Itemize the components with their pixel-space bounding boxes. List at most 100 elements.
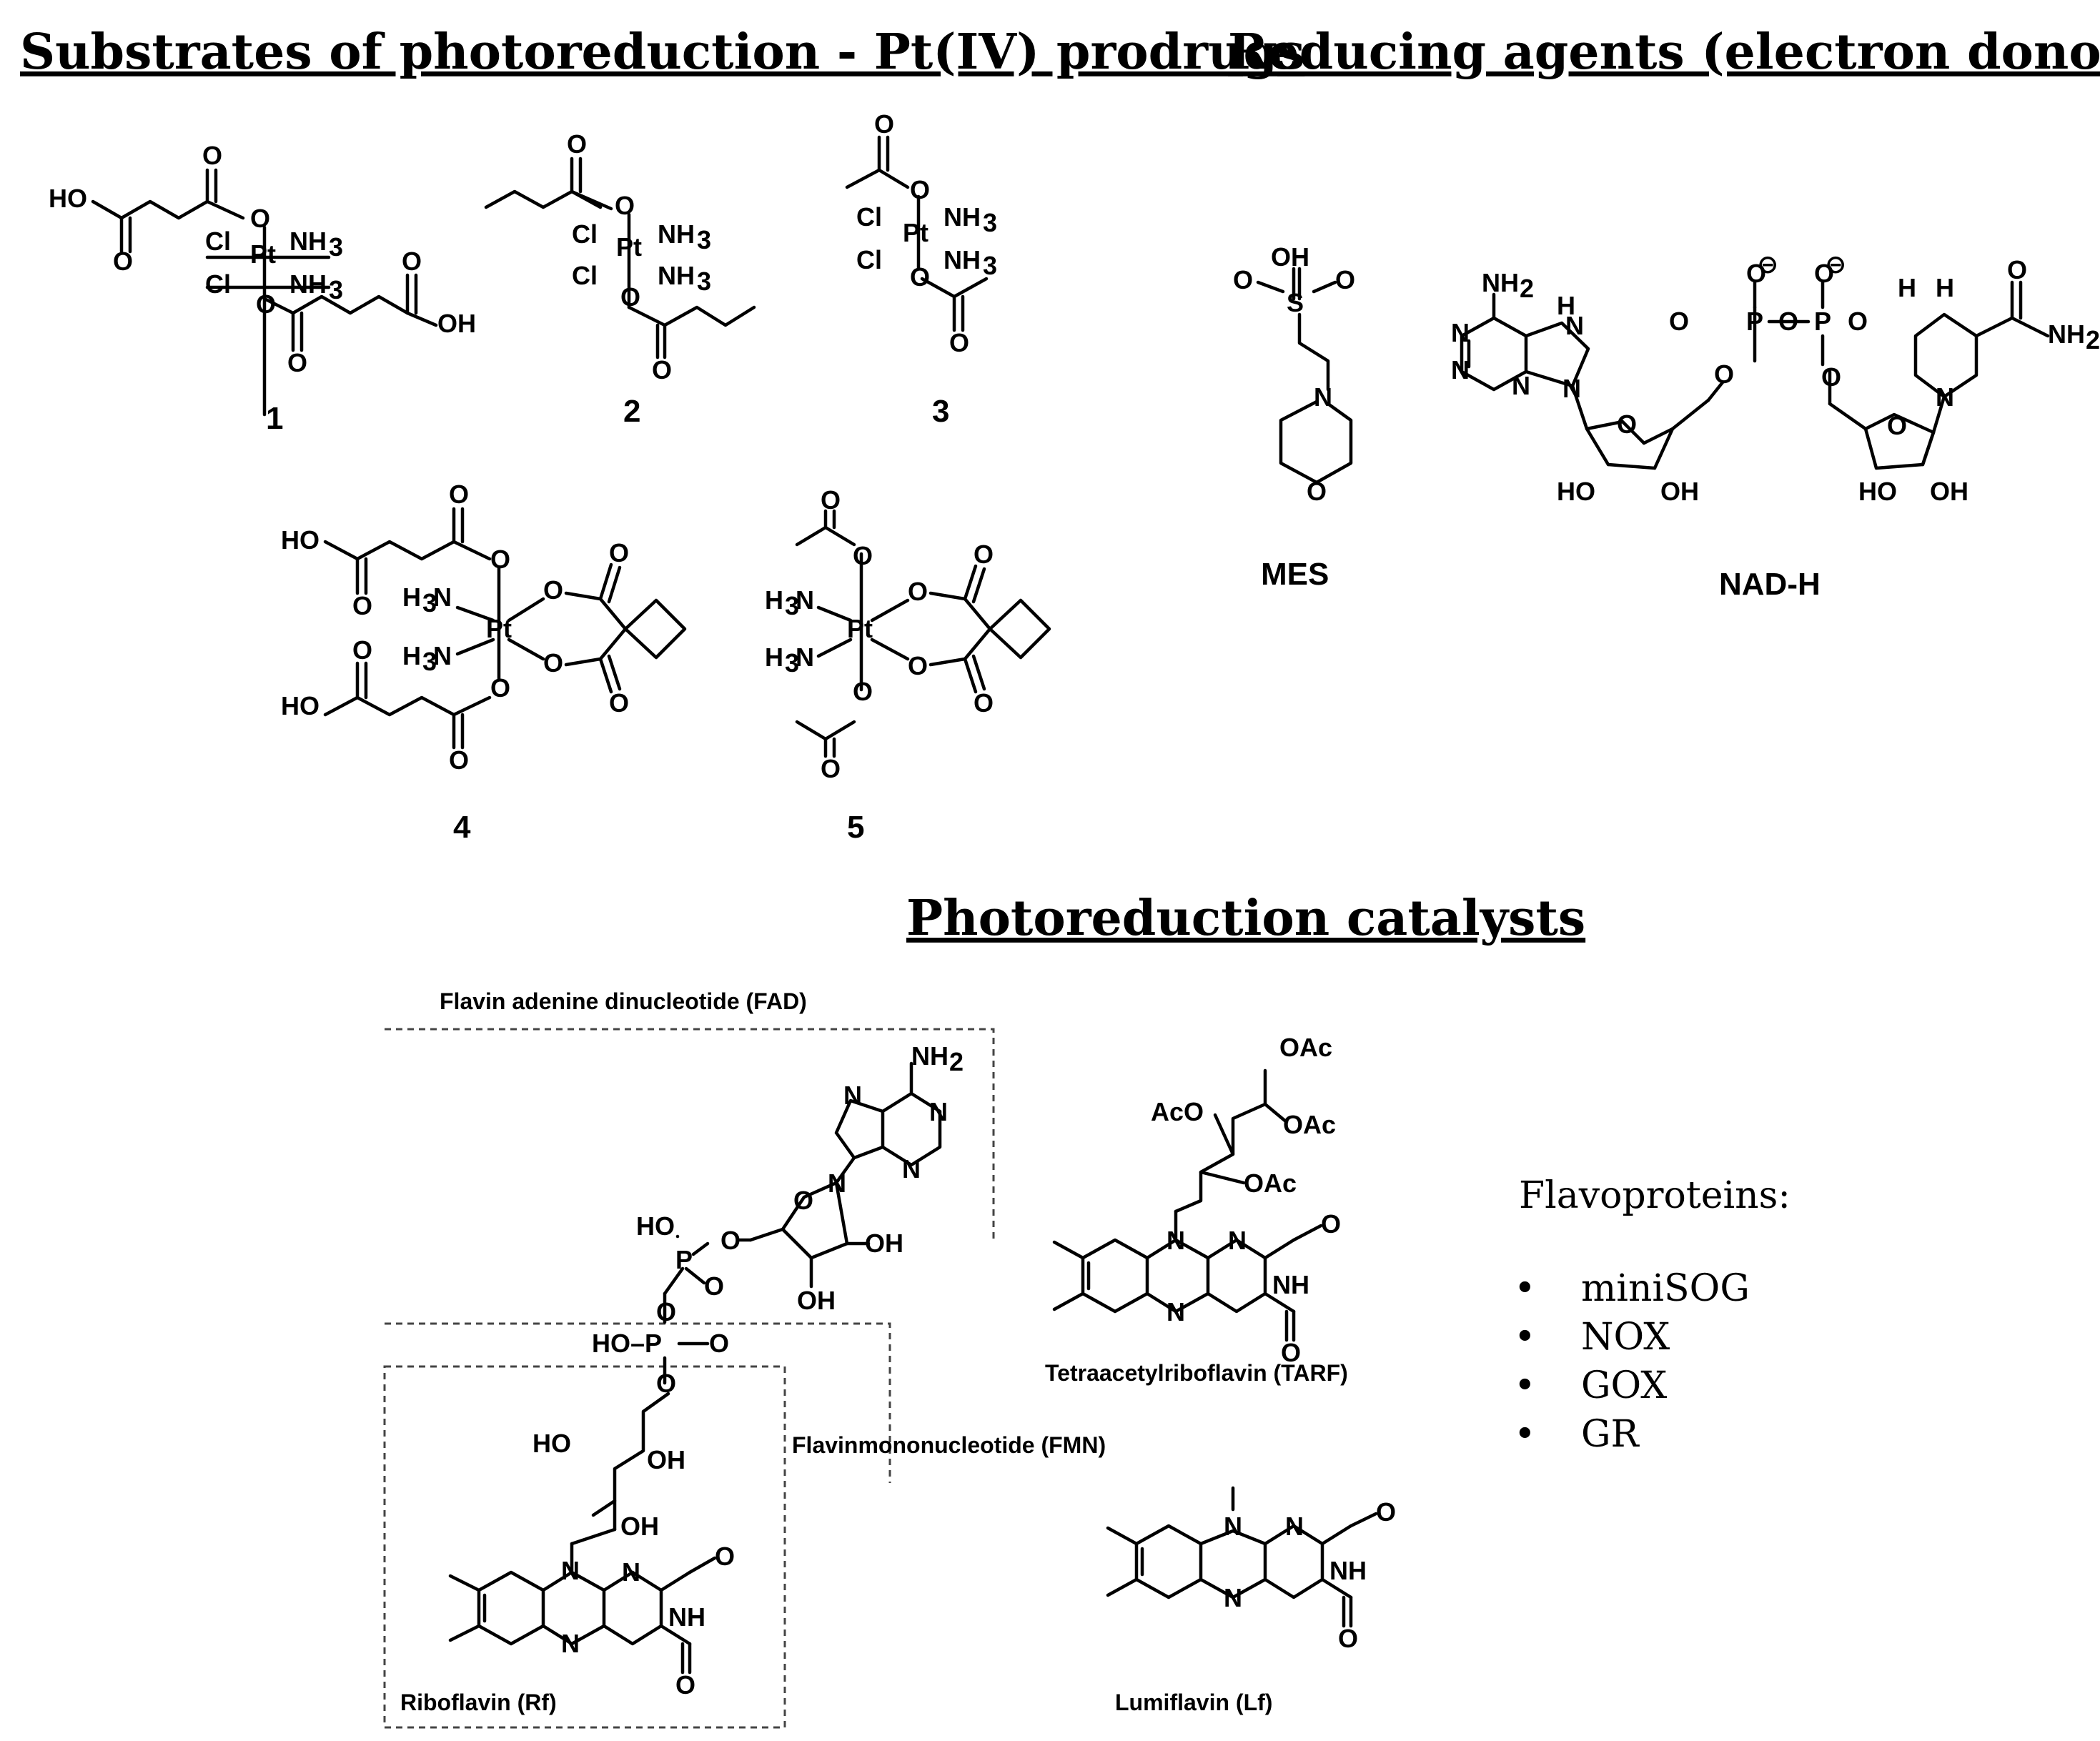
atom-label: O <box>656 1297 676 1326</box>
atom-label: O <box>656 1369 676 1398</box>
flavoprotein-item: GOX <box>1581 1364 1667 1407</box>
atom-label: Cl <box>572 219 598 249</box>
atom-label: O <box>567 129 587 159</box>
atom-subscript: 3 <box>697 225 711 254</box>
atom-label: O <box>853 541 873 570</box>
riboflavin-region-box <box>383 1365 786 1729</box>
atom-label: S <box>1287 288 1304 317</box>
atom-label: OAc <box>1279 1033 1332 1062</box>
atom-label: OH <box>437 309 476 338</box>
atom-label: H <box>1898 273 1916 302</box>
atom-subscript: 2 <box>1520 274 1534 303</box>
atom-label: Pt <box>903 218 928 247</box>
atom-label: N <box>843 1081 862 1110</box>
atom-label: NH <box>2048 319 2085 349</box>
compound-4-structure <box>323 507 687 750</box>
compound-label-mes: MES <box>1261 557 1329 592</box>
atom-label: O <box>1233 265 1253 294</box>
atom-label: O <box>352 635 372 665</box>
atom-label: N <box>1314 382 1332 412</box>
atom-label: O <box>908 651 928 680</box>
caption-fmn: Flavinmononucleotide (FMN) <box>792 1432 1106 1458</box>
atom-label: N <box>1565 311 1584 340</box>
atom-label: N <box>561 1629 580 1658</box>
compound-1-structure <box>91 168 438 417</box>
fad-structure <box>448 1061 942 1675</box>
atom-label: O <box>853 677 873 706</box>
atom-label: Cl <box>856 245 882 274</box>
atom-subscript: 3 <box>983 251 997 280</box>
atom-label: O <box>1307 477 1327 506</box>
atom-label: OH <box>865 1229 903 1258</box>
atom-label: O <box>113 247 133 276</box>
atom-label: Cl <box>572 261 598 290</box>
flavoproteins-title: Flavoproteins: <box>1519 1174 1791 1217</box>
atom-label: HO <box>533 1429 571 1458</box>
atom-label: OH <box>797 1286 836 1315</box>
atom-label: ⊖ <box>1825 249 1846 279</box>
atom-label: H <box>1936 273 1954 302</box>
atom-label: O <box>1281 1338 1301 1367</box>
atom-label: O <box>402 247 422 276</box>
atom-label: N <box>561 1556 580 1585</box>
atom-label: H <box>765 643 783 672</box>
atom-label: N <box>796 643 814 672</box>
atom-subscript: 3 <box>785 648 799 678</box>
bullet: • <box>1514 1267 1536 1310</box>
atom-label: N <box>1224 1583 1242 1612</box>
atom-label: NH <box>658 261 695 290</box>
atom-label: N <box>902 1154 921 1184</box>
heading-reducing-agents: Reducing agents (electron donors) <box>1228 24 2100 81</box>
atom-subscript: 2 <box>2086 325 2100 354</box>
atom-label: O <box>620 282 640 312</box>
atom-label: O <box>1338 1624 1358 1653</box>
atom-label: O <box>675 1670 695 1700</box>
atom-label: NH <box>943 245 981 274</box>
atom-subscript: 3 <box>785 591 799 620</box>
atom-label: O <box>609 538 629 567</box>
atom-label: Pt <box>250 239 276 269</box>
atom-subscript: 3 <box>697 267 711 296</box>
atom-label: Cl <box>205 269 231 299</box>
atom-label: HO <box>1557 477 1595 506</box>
compound-number-4: 4 <box>453 810 471 845</box>
atom-label: O <box>1335 265 1355 294</box>
mes-structure <box>1256 267 1353 485</box>
atom-label: N <box>1451 355 1470 385</box>
atom-label: O <box>287 348 307 377</box>
atom-label: Pt <box>486 614 512 643</box>
atom-label: O <box>490 673 510 703</box>
atom-label: O <box>449 745 469 775</box>
atom-label: N <box>828 1169 846 1198</box>
atom-label: O <box>1669 307 1689 336</box>
atom-label: O <box>2007 255 2027 284</box>
atom-label: H <box>402 582 421 612</box>
atom-label: OAc <box>1283 1110 1336 1139</box>
atom-label: O <box>1814 259 1834 288</box>
atom-label: O <box>821 485 841 515</box>
nadh-structure <box>1460 280 2050 470</box>
atom-label: N <box>1167 1226 1185 1255</box>
compound-label-nadh: NAD-H <box>1719 567 1821 602</box>
compound-5-structure <box>795 509 1051 758</box>
atom-label: O <box>949 328 969 357</box>
heading-photoreduction-catalysts: Photoreduction catalysts <box>906 890 1585 947</box>
caption-riboflavin: Riboflavin (Rf) <box>400 1690 557 1715</box>
atom-label: OH <box>647 1445 685 1474</box>
atom-label: OH <box>1660 477 1699 506</box>
atom-label: O <box>709 1329 729 1358</box>
atom-label: N <box>796 585 814 615</box>
atom-label: O <box>490 545 510 574</box>
atom-subscript: 2 <box>949 1047 964 1076</box>
compound-number-2: 2 <box>623 394 640 429</box>
atom-label: O <box>704 1271 724 1301</box>
atom-subscript: 3 <box>329 232 343 262</box>
atom-label: N <box>1224 1512 1242 1541</box>
atom-label: OAc <box>1244 1169 1297 1198</box>
compound-3-structure <box>845 135 989 332</box>
caption-tarf: Tetraacetylriboflavin (TARF) <box>1045 1360 1348 1386</box>
atom-label: HO <box>49 184 87 213</box>
atom-label: O <box>652 355 672 385</box>
atom-label: O <box>1746 259 1766 288</box>
